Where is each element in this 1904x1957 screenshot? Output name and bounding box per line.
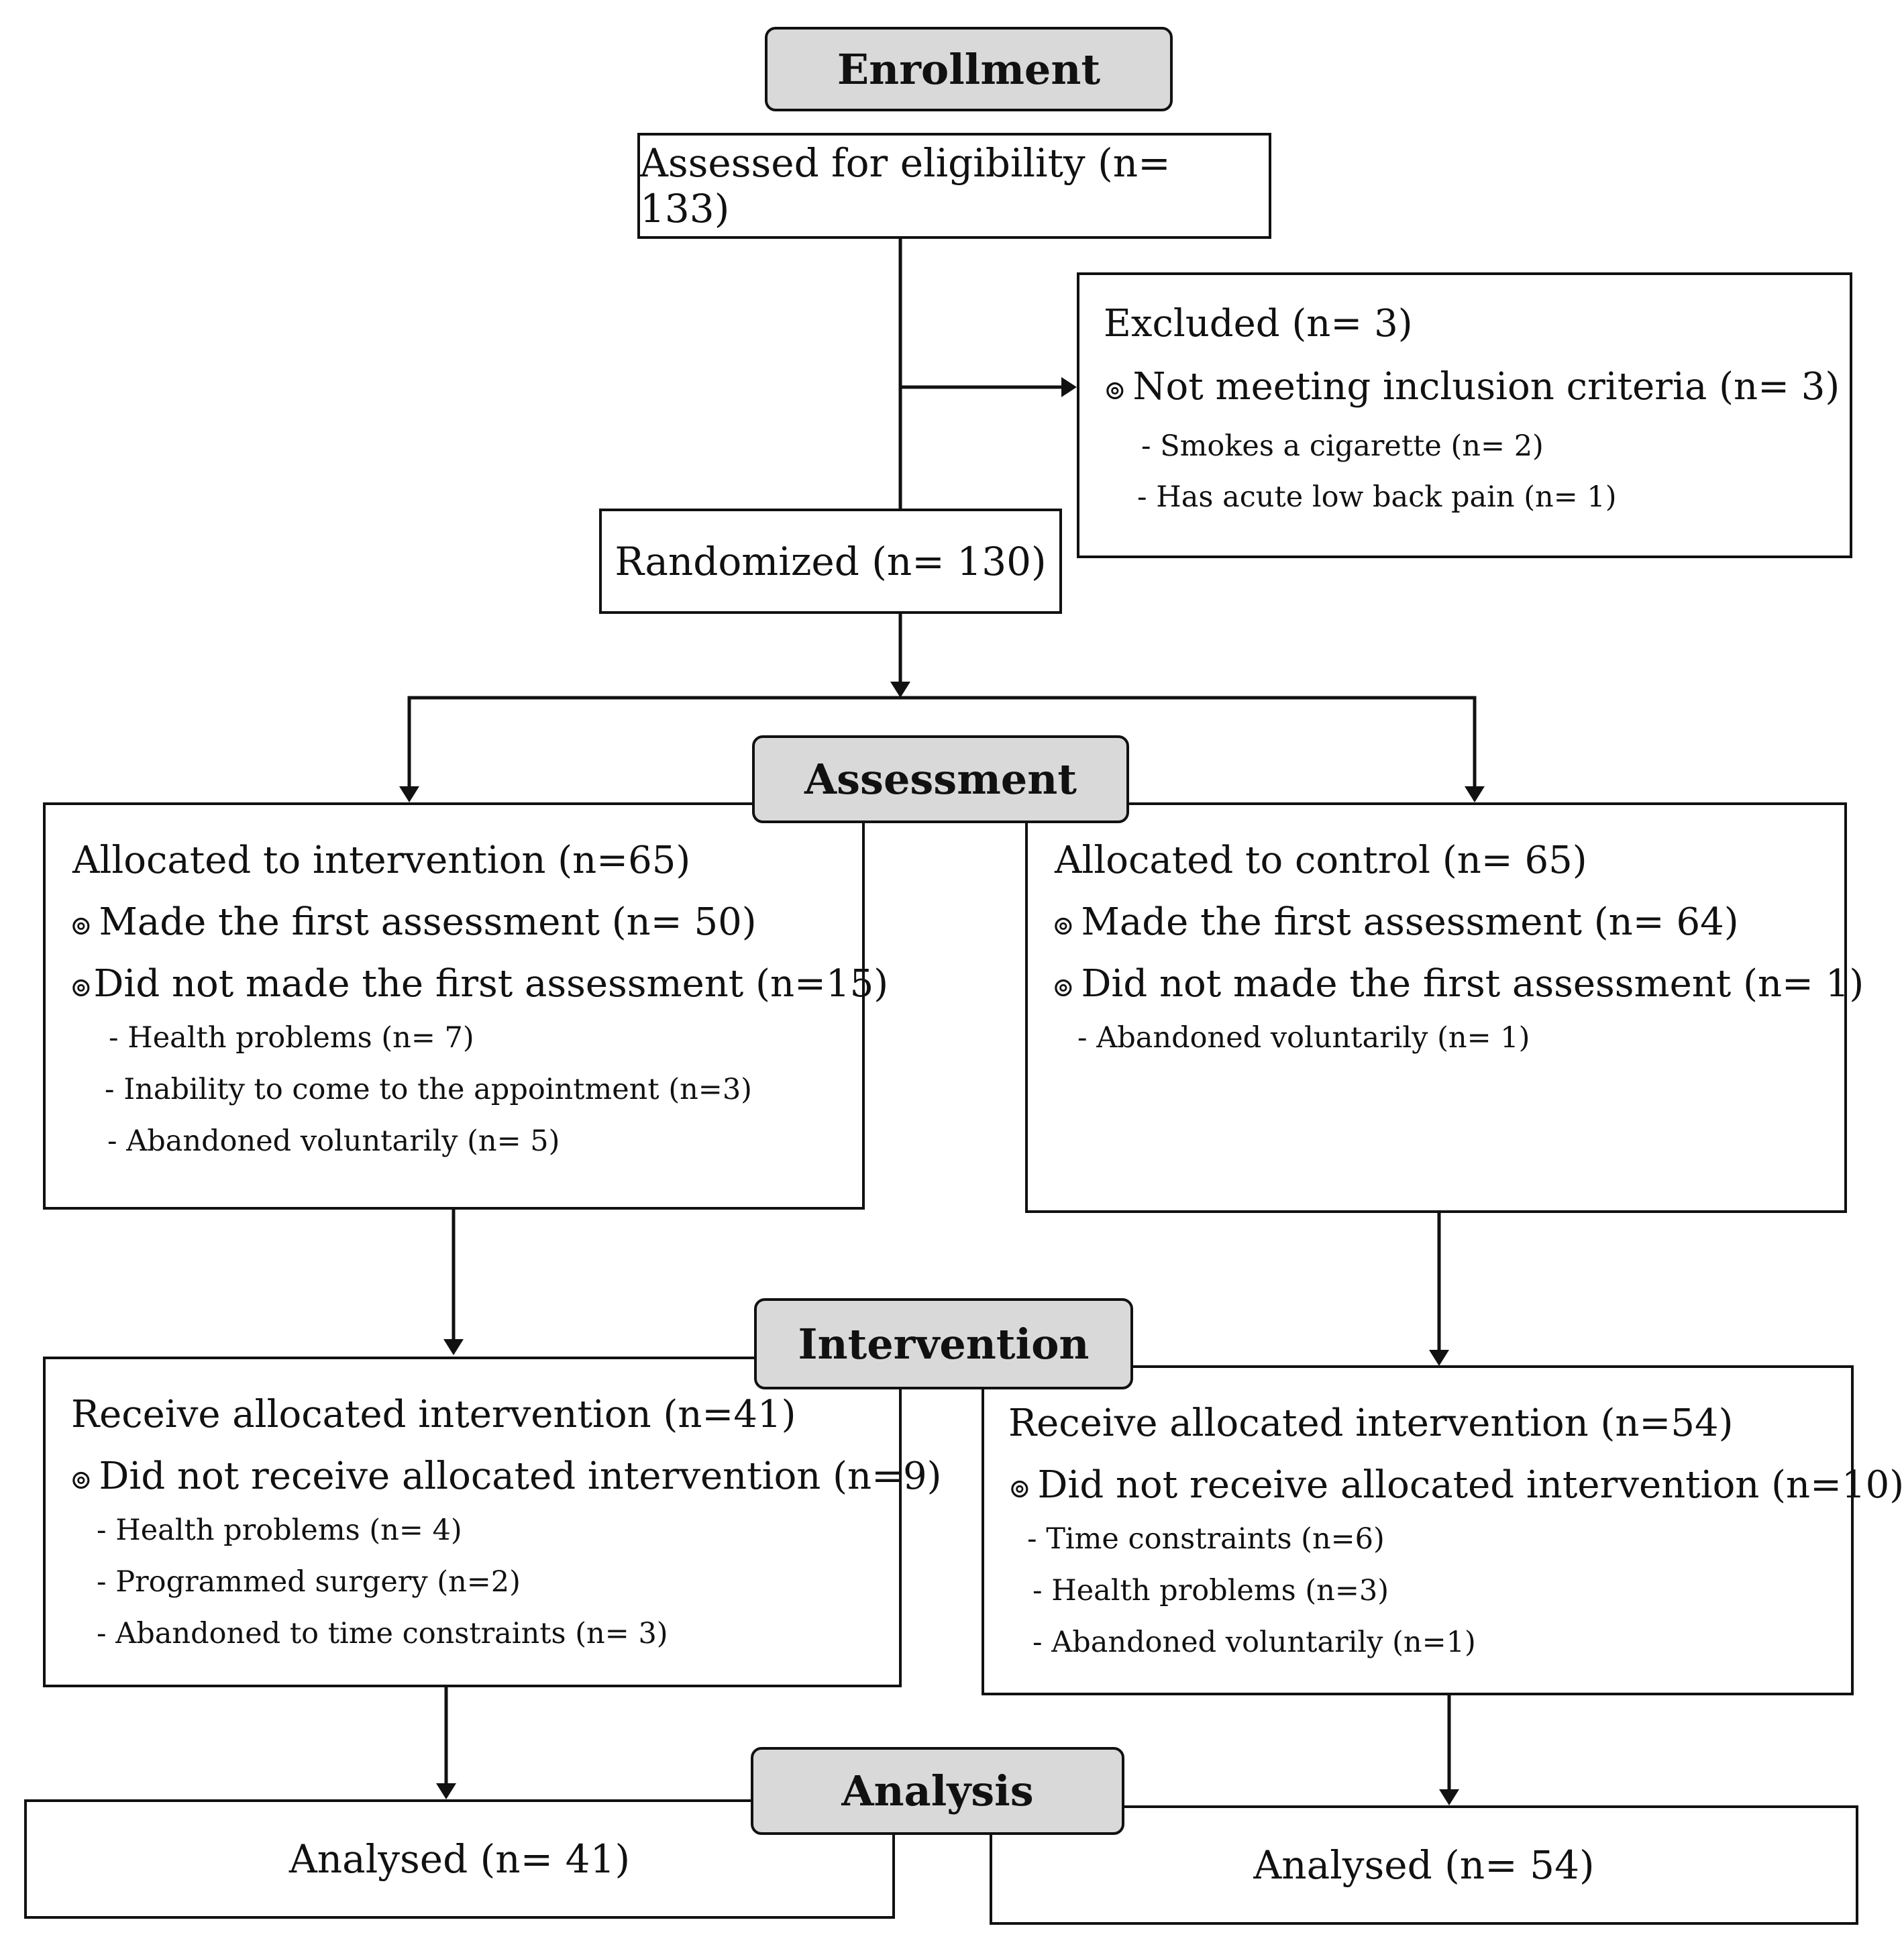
allocation-control-box: Allocated to control (n= 65) ⊚Made the f… xyxy=(1025,802,1864,1213)
allocation-control-made-row: ⊚Made the first assessment (n= 64) xyxy=(1052,900,1739,944)
allocation-control-reason: - Abandoned voluntarily (n= 1) xyxy=(1077,1021,1530,1055)
allocation-control-not-made-row: ⊚Did not made the first assessment (n= 1… xyxy=(1052,962,1864,1006)
allocation-intervention-reason: - Inability to come to the appointment (… xyxy=(105,1073,752,1106)
arrowhead-randomized xyxy=(890,682,910,698)
allocation-intervention-not-made: Did not made the first assessment (n=15) xyxy=(93,962,889,1006)
analysed-right-text: Analysed (n= 54) xyxy=(1253,1842,1595,1888)
intervention-right-not-received-row: ⊚Did not receive allocated intervention … xyxy=(1008,1463,1904,1507)
arrowhead-left-intervention xyxy=(443,1339,464,1355)
bullet-icon: ⊚ xyxy=(1104,375,1126,406)
arrowhead-excluded xyxy=(1061,377,1077,397)
excluded-title: Excluded (n= 3) xyxy=(1104,302,1413,346)
allocation-intervention-not-made-row: ⊚Did not made the first assessment (n=15… xyxy=(70,962,888,1006)
bullet-icon: ⊚ xyxy=(1008,1473,1031,1504)
excluded-criteria: Not meeting inclusion criteria (n= 3) xyxy=(1132,365,1840,409)
arrowhead-right-analysis xyxy=(1439,1789,1459,1805)
allocation-intervention-reason: - Abandoned voluntarily (n= 5) xyxy=(107,1124,560,1158)
intervention-left-box: Receive allocated intervention (n=41) ⊚D… xyxy=(43,1357,941,1687)
phase-enrollment: Enrollment xyxy=(765,27,1173,111)
excluded-reason: - Has acute low back pain (n= 1) xyxy=(1137,480,1617,514)
intervention-left-title: Receive allocated intervention (n=41) xyxy=(71,1393,796,1436)
analysed-right-box: Analysed (n= 54) xyxy=(990,1805,1858,1925)
bullet-icon: ⊚ xyxy=(70,1465,93,1495)
intervention-right-box: Receive allocated intervention (n=54) ⊚D… xyxy=(982,1365,1904,1695)
excluded-reason: - Smokes a cigarette (n= 2) xyxy=(1141,429,1544,463)
phase-assessment: Assessment xyxy=(752,735,1129,823)
bullet-icon: ⊚ xyxy=(70,910,93,941)
allocation-control-title: Allocated to control (n= 65) xyxy=(1055,839,1587,882)
intervention-left-not-received-row: ⊚Did not receive allocated intervention … xyxy=(70,1454,941,1498)
intervention-right-reason: - Abandoned voluntarily (n=1) xyxy=(1033,1626,1476,1659)
randomized-box: Randomized (n= 130) xyxy=(599,509,1062,614)
allocation-intervention-title: Allocated to intervention (n=65) xyxy=(72,839,691,882)
arrowhead-right-intervention xyxy=(1429,1350,1449,1366)
intervention-left-reason: - Abandoned to time constraints (n= 3) xyxy=(97,1617,668,1650)
excluded-criteria-row: ⊚Not meeting inclusion criteria (n= 3) xyxy=(1104,365,1840,409)
arrowhead-left-analysis xyxy=(436,1783,456,1799)
allocation-intervention-box: Allocated to intervention (n=65) ⊚Made t… xyxy=(43,802,888,1210)
intervention-left-reason: - Health problems (n= 4) xyxy=(97,1514,462,1547)
randomized-text: Randomized (n= 130) xyxy=(615,538,1047,584)
arrowhead-split-right xyxy=(1465,786,1485,802)
phase-intervention: Intervention xyxy=(754,1298,1133,1389)
intervention-right-reason: - Time constraints (n=6) xyxy=(1027,1522,1385,1556)
intervention-right-title: Receive allocated intervention (n=54) xyxy=(1008,1401,1734,1445)
bullet-icon: ⊚ xyxy=(1052,910,1075,941)
intervention-left-reason: - Programmed surgery (n=2) xyxy=(97,1565,521,1599)
intervention-right-reason: - Health problems (n=3) xyxy=(1033,1574,1389,1607)
phase-analysis: Analysis xyxy=(751,1747,1124,1835)
intervention-left-not-received: Did not receive allocated intervention (… xyxy=(99,1454,942,1498)
excluded-box: Excluded (n= 3) ⊚Not meeting inclusion c… xyxy=(1077,272,1852,558)
allocation-intervention-made: Made the first assessment (n= 50) xyxy=(99,900,757,944)
allocation-control-not-made: Did not made the first assessment (n= 1) xyxy=(1081,962,1864,1006)
bullet-icon: ⊚ xyxy=(1052,972,1075,1003)
bullet-icon: ⊚ xyxy=(70,972,93,1003)
arrowhead-split-left xyxy=(399,786,419,802)
connector-split xyxy=(407,696,1477,790)
intervention-right-not-received: Did not receive allocated intervention (… xyxy=(1037,1463,1904,1507)
allocation-intervention-reason: - Health problems (n= 7) xyxy=(109,1021,474,1055)
allocation-intervention-made-row: ⊚Made the first assessment (n= 50) xyxy=(70,900,757,944)
analysed-left-text: Analysed (n= 41) xyxy=(288,1836,631,1882)
assessed-box: Assessed for eligibility (n= 133) xyxy=(637,133,1271,239)
assessed-text: Assessed for eligibility (n= 133) xyxy=(640,140,1171,231)
analysed-left-box: Analysed (n= 41) xyxy=(24,1799,895,1919)
allocation-control-made: Made the first assessment (n= 64) xyxy=(1081,900,1739,944)
